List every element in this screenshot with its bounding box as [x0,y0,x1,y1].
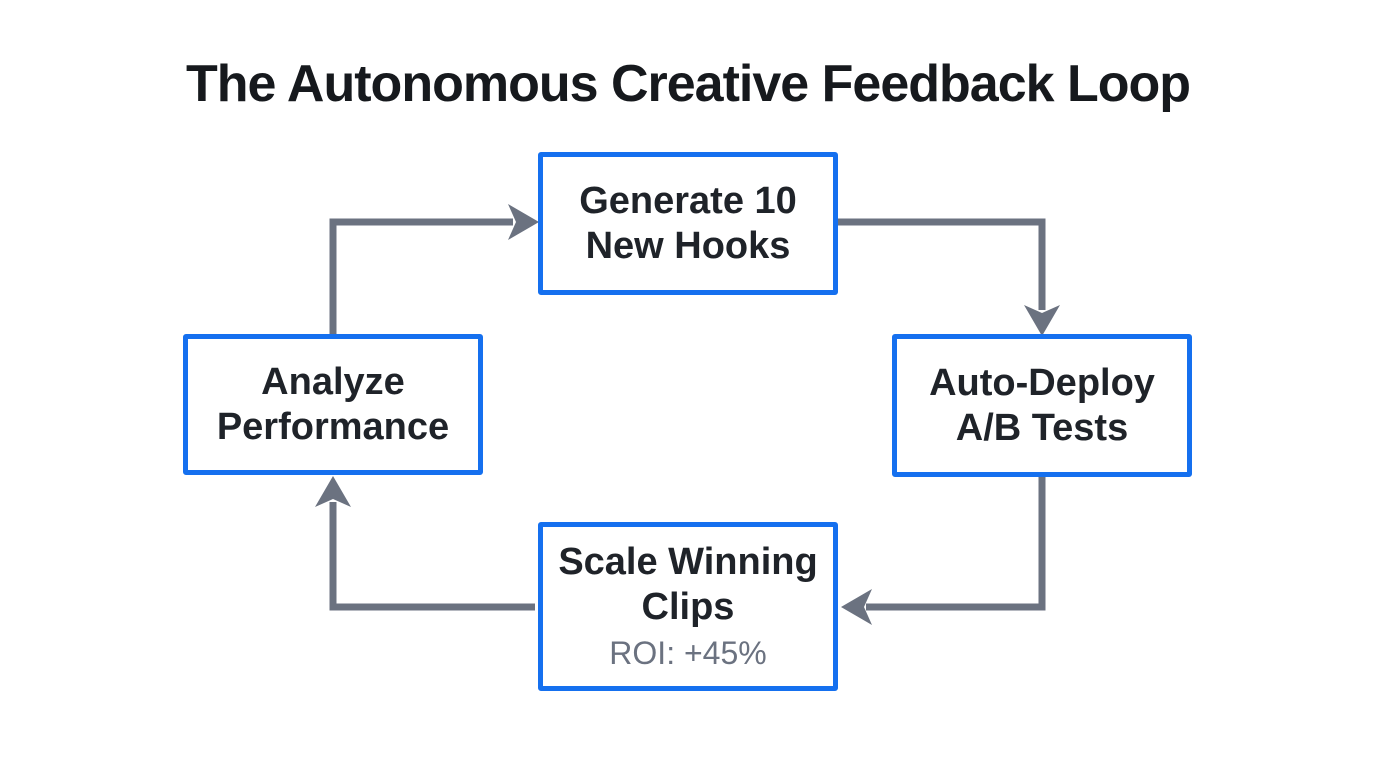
arrowhead-right-icon [508,204,539,240]
node-analyze-performance: Analyze Performance [183,334,483,475]
node-label: Auto-Deploy A/B Tests [929,361,1155,449]
arrowhead-down-icon [1024,305,1060,336]
node-label: Scale Winning Clips [558,541,818,628]
diagram-title: The Autonomous Creative Feedback Loop [185,55,1191,113]
arrowhead-left-icon [841,589,872,625]
arrowhead-up-icon [315,476,351,507]
edge-deploy-to-scale [866,474,1046,611]
edge-analyze-to-generate [329,218,513,337]
node-scale-winning-clips: Scale Winning Clips ROI: +45% [538,522,838,691]
node-label: Generate 10 New Hooks [579,179,797,267]
edge-generate-to-deploy [835,218,1046,310]
node-label: Analyze Performance [216,360,450,448]
edge-scale-to-analyze [329,502,535,611]
node-auto-deploy-ab-tests: Auto-Deploy A/B Tests [892,334,1192,477]
node-roi-sublabel: ROI: +45% [609,634,767,671]
node-generate-hooks: Generate 10 New Hooks [538,152,838,295]
